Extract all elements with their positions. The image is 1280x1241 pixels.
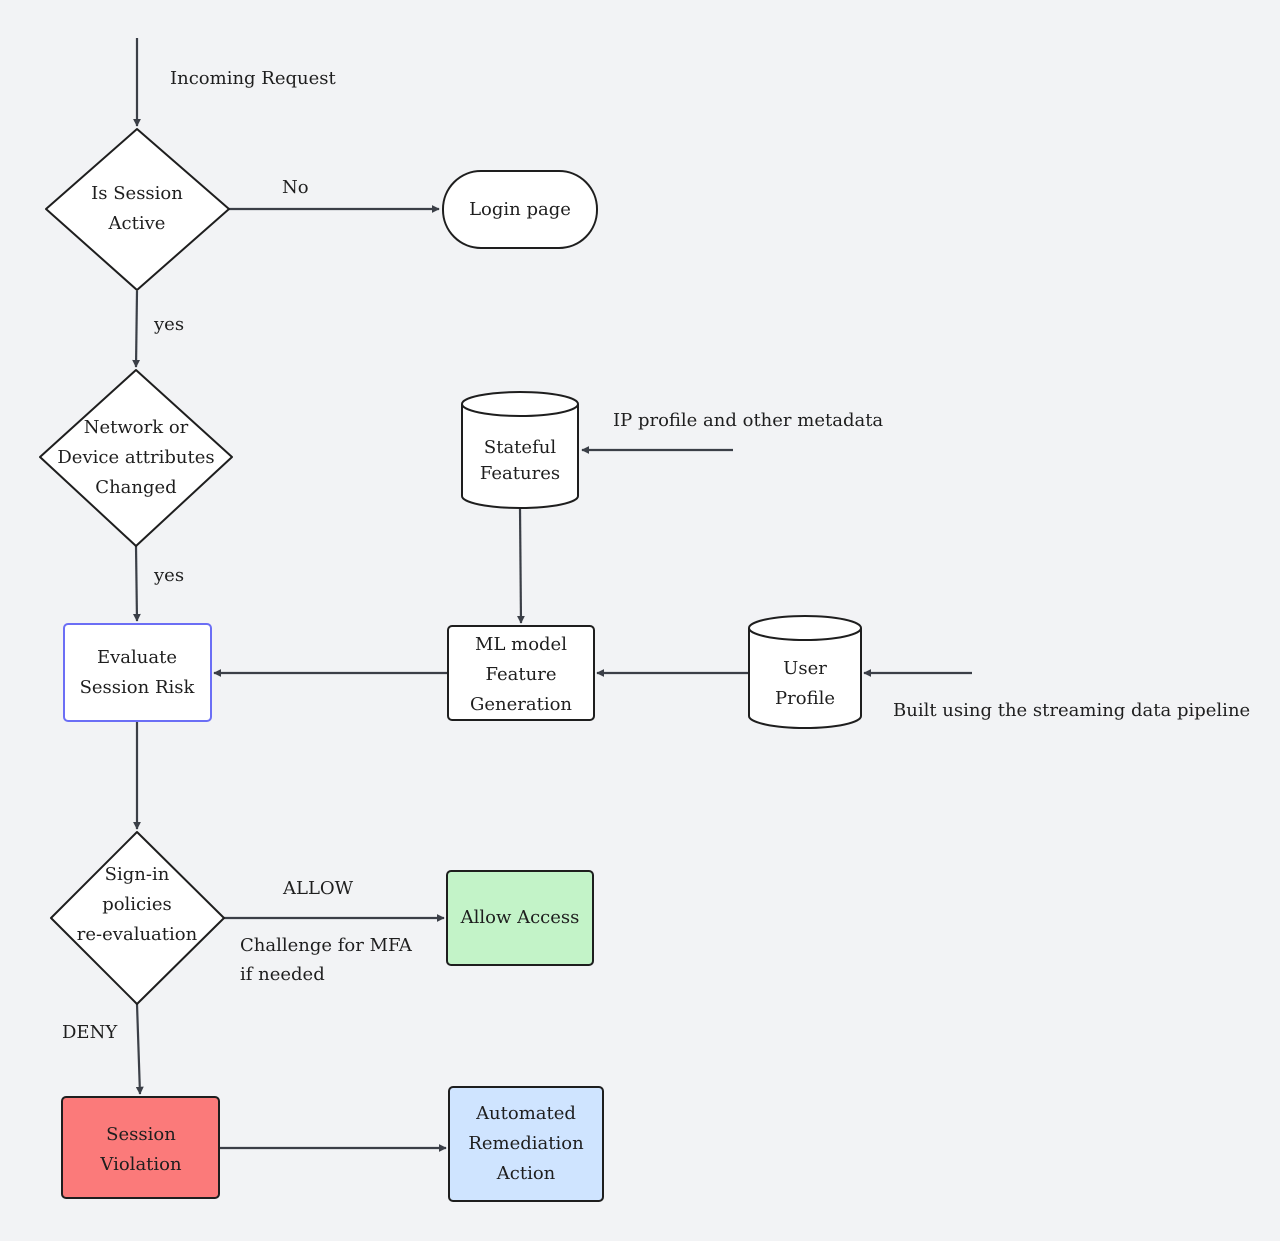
- text-line: Network or: [84, 417, 189, 438]
- text-line: Built using the streaming data pipeline: [893, 700, 1250, 721]
- text-line: Evaluate: [97, 647, 177, 668]
- database-cylinder-rim: [461, 403, 579, 417]
- label-yes-1: yes: [153, 314, 184, 335]
- edge-labels: Incoming Request No yes yes IP profile a…: [62, 68, 1250, 1043]
- text-line: Challenge for MFA: [240, 935, 413, 956]
- label-no: No: [282, 177, 309, 198]
- text-line: Incoming Request: [170, 68, 336, 89]
- text-line: DENY: [62, 1022, 118, 1043]
- label-allow: ALLOW: [282, 878, 354, 899]
- diamond-shape: [39, 369, 233, 547]
- edge-network-to-evaluate: [132, 545, 141, 622]
- text-line: yes: [153, 565, 184, 586]
- text-line: Allow Access: [460, 907, 580, 928]
- text-line: re-evaluation: [77, 924, 198, 945]
- database-cylinder: [461, 391, 579, 509]
- text-line: Session: [106, 1124, 176, 1145]
- text-line: Is Session: [91, 183, 183, 204]
- node-allow-access-label: Allow Access: [460, 907, 580, 928]
- diamond-shape: [45, 128, 230, 291]
- process-box: [63, 623, 212, 722]
- text-line: Violation: [99, 1154, 182, 1175]
- text-line: Login page: [469, 199, 571, 220]
- text-line: User: [783, 658, 827, 679]
- process-box: [448, 1086, 604, 1202]
- text-line: Generation: [470, 694, 572, 715]
- node-signin-policies[interactable]: Sign-in policies re-evaluation: [50, 831, 225, 1005]
- text-line: Changed: [95, 477, 176, 498]
- label-yes-2: yes: [153, 565, 184, 586]
- text-line: policies: [102, 894, 172, 915]
- text-line: IP profile and other metadata: [613, 410, 883, 431]
- text-line: if needed: [240, 964, 325, 985]
- database-cylinder: [748, 615, 862, 729]
- process-box: [447, 625, 595, 721]
- text-line: ALLOW: [282, 878, 354, 899]
- node-allow-access[interactable]: Allow Access: [446, 870, 594, 966]
- node-login-page-label: Login page: [469, 199, 571, 220]
- text-line: Feature: [486, 664, 557, 685]
- diamond-shape: [50, 831, 225, 1005]
- label-incoming-request: Incoming Request: [170, 68, 336, 89]
- text-line: Stateful: [484, 437, 556, 458]
- label-deny: DENY: [62, 1022, 118, 1043]
- label-built-using: Built using the streaming data pipeline: [893, 700, 1250, 721]
- text-line: Remediation: [468, 1133, 584, 1154]
- text-line: Device attributes: [57, 447, 214, 468]
- text-line: Automated: [475, 1103, 576, 1124]
- edges: [132, 38, 972, 1152]
- text-line: Active: [108, 213, 166, 234]
- database-cylinder-rim: [748, 627, 862, 641]
- node-signin-policies-label: Sign-in policies re-evaluation: [77, 864, 198, 945]
- terminal-shape: [442, 170, 598, 249]
- process-box: [61, 1096, 220, 1199]
- text-line: yes: [153, 314, 184, 335]
- edge-session-to-network: [132, 290, 141, 368]
- process-box: [446, 870, 594, 966]
- label-challenge-mfa: Challenge for MFA if needed: [240, 935, 413, 985]
- edge-signin-to-violation: [135, 1003, 144, 1095]
- node-login-page[interactable]: Login page: [442, 170, 598, 249]
- text-line: Profile: [775, 688, 835, 709]
- text-line: No: [282, 177, 309, 198]
- text-line: Session Risk: [80, 677, 196, 698]
- text-line: Action: [496, 1163, 556, 1184]
- text-line: ML model: [475, 634, 567, 655]
- label-ip-profile: IP profile and other metadata: [613, 410, 883, 431]
- text-line: Features: [480, 463, 560, 484]
- text-line: Sign-in: [105, 864, 170, 885]
- edge-stateful-to-ml: [516, 507, 525, 624]
